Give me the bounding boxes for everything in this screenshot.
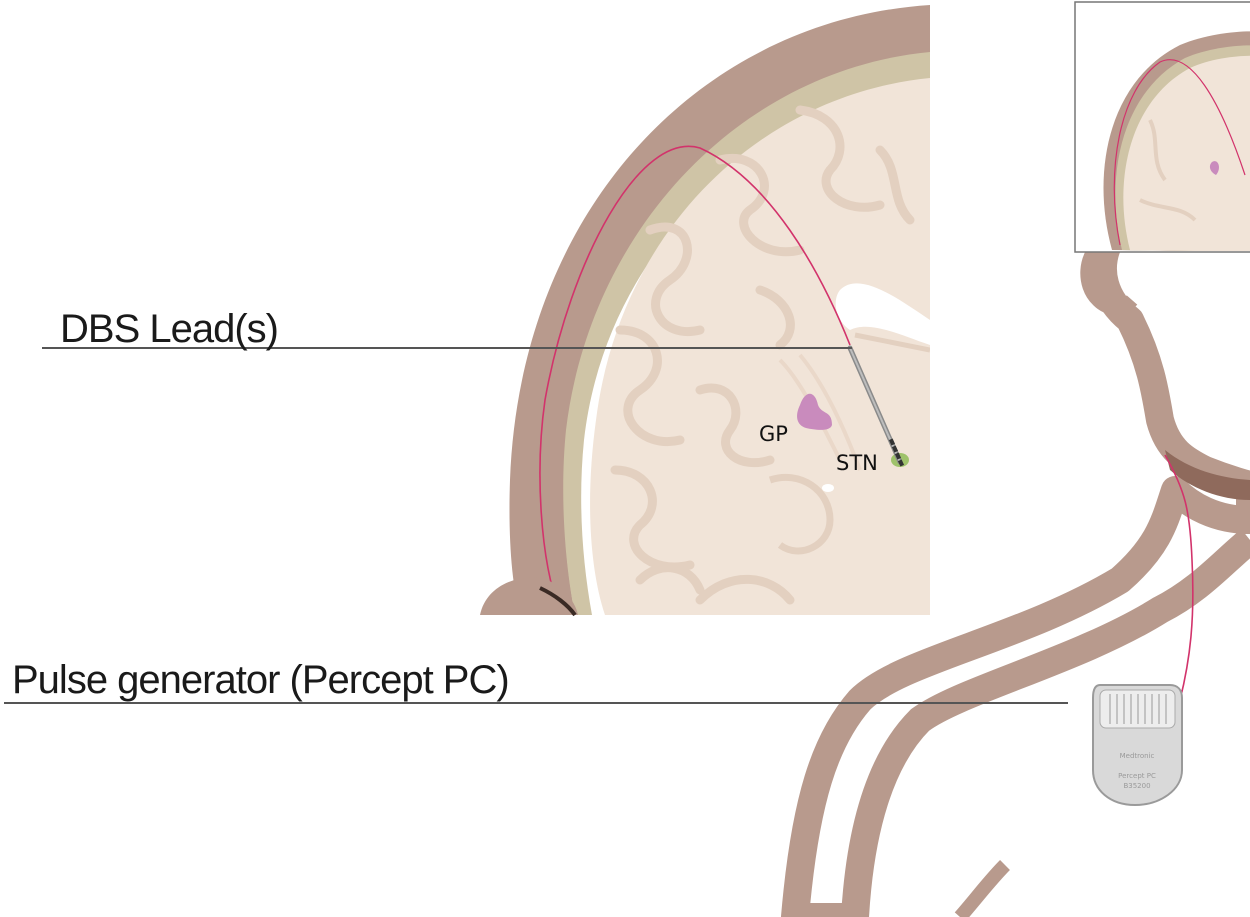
gp-label: GP bbox=[759, 422, 788, 446]
head-outline bbox=[781, 233, 1250, 917]
stn-label: STN bbox=[836, 451, 878, 475]
extension-wire-neck bbox=[1164, 454, 1194, 701]
skull-base bbox=[480, 577, 578, 615]
jaw-shadow bbox=[1165, 450, 1250, 500]
globus-pallidus bbox=[797, 393, 832, 430]
inset-panel bbox=[1074, 1, 1250, 253]
body-silhouette bbox=[781, 233, 1250, 917]
pulse-generator-label: Pulse generator (Percept PC) bbox=[12, 658, 509, 702]
ear-shape bbox=[1080, 239, 1138, 315]
brain-tissue bbox=[590, 78, 930, 615]
brain-cross-section bbox=[480, 5, 930, 617]
device-model-number: B35200 bbox=[1123, 782, 1150, 790]
brain-folds bbox=[610, 105, 915, 605]
lead-extension-wire bbox=[539, 145, 851, 613]
pulse-generator-device: Medtronic Percept PC B35200 bbox=[1092, 684, 1183, 807]
torso-curve bbox=[954, 860, 1010, 917]
electrode-contacts bbox=[888, 438, 905, 467]
device-brand: Medtronic bbox=[1120, 752, 1155, 760]
dbs-lead-label: DBS Lead(s) bbox=[60, 307, 278, 351]
lateral-ventricle bbox=[835, 283, 930, 345]
device-model: Percept PC bbox=[1118, 772, 1156, 780]
temporal-structure bbox=[768, 473, 834, 555]
